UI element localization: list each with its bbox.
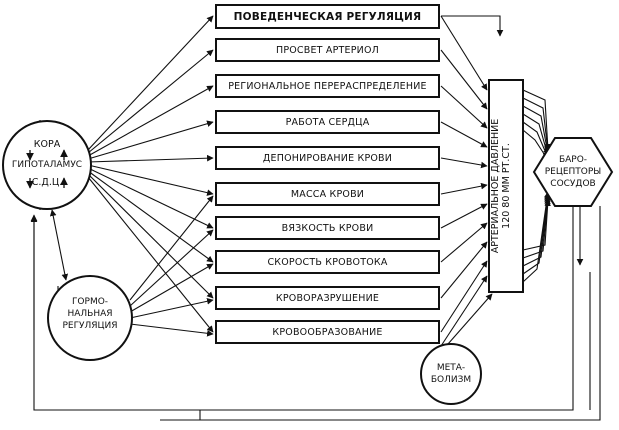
connector-arrow-27 [440, 275, 488, 347]
connector-arrow-20 [440, 157, 488, 169]
pressure-line-1: АРТЕРИАЛЬНОЕ ДАВЛЕНИЕ [490, 118, 501, 254]
connector-path-37 [522, 195, 551, 267]
connector-arrow-10 [129, 195, 214, 301]
connector-arrow-14 [129, 323, 214, 337]
connector-arrow-16 [440, 15, 488, 91]
hormonal-line-3: РЕГУЛЯЦИЯ [62, 321, 118, 331]
connector-arrow-8 [87, 173, 214, 299]
connector-path-32 [522, 113, 550, 157]
connector-arrow-15 [49, 209, 69, 281]
connector-path-31 [522, 105, 551, 155]
center-node [2, 120, 92, 210]
connector-arrow-5 [87, 164, 214, 196]
pressure-line-2: 120 80 ММ РТ.СТ. [501, 143, 512, 229]
metabolism-label: МЕТА- БОЛИЗМ [421, 362, 481, 386]
factor-arteriole-lumen: ПРОСВЕТ АРТЕРИОЛ [215, 38, 440, 62]
center-label: КОРА ГИПОТАЛАМУС С.Д.Ц. [3, 139, 91, 189]
center-line-2: ГИПОТАЛАМУС [11, 160, 83, 170]
connector-arrow-6 [87, 167, 214, 229]
hormonal-line-1: ГОРМО- [71, 297, 109, 307]
connector-path-33 [522, 121, 549, 159]
center-arrows [26, 149, 68, 189]
connector-path-38 [522, 193, 551, 275]
connector-arrow-7 [87, 170, 214, 263]
center-line-1: КОРА [33, 139, 61, 150]
hormonal-line-2: НАЛЬНАЯ [67, 309, 113, 319]
hormonal-node [47, 275, 133, 361]
connector-path-43 [160, 206, 601, 421]
factor-blood-mass: МАССА КРОВИ [215, 182, 440, 206]
factor-regional-redistribution: РЕГИОНАЛЬНОЕ ПЕРЕРАСПРЕДЕЛЕНИЕ [215, 74, 440, 98]
connector-arrow-23 [440, 222, 488, 263]
hormonal-label: ГОРМО- НАЛЬНАЯ РЕГУЛЯЦИЯ [50, 296, 130, 332]
connector-path-36 [522, 197, 551, 259]
connector-arrow-24 [440, 241, 488, 299]
center-line-3: С.Д.Ц. [31, 177, 63, 188]
connector-arrow-2 [87, 85, 214, 157]
connector-path-29 [522, 89, 551, 151]
connector-arrow-13 [129, 298, 214, 319]
connector-arrow-22 [440, 203, 488, 229]
connector-path-40 [441, 15, 504, 37]
connector-path-30 [522, 97, 551, 153]
metabolism-node [420, 343, 482, 405]
connector-arrow-19 [440, 121, 488, 148]
baroreceptor-line-3: СОСУДОВ [550, 179, 596, 189]
connector-path-34 [522, 129, 549, 161]
baroreceptor-line-1: БАРО- [558, 155, 588, 165]
connector-path-39 [522, 191, 551, 283]
factor-behavioral-regulation: ПОВЕДЕНЧЕСКАЯ РЕГУЛЯЦИЯ [215, 4, 440, 29]
factor-blood-depositing: ДЕПОНИРОВАНИЕ КРОВИ [215, 146, 440, 170]
connector-arrow-4 [87, 154, 214, 163]
connector-path-35 [522, 199, 551, 251]
baroreceptor-label: БАРО- РЕЦЕПТОРЫ СОСУДОВ [536, 154, 610, 190]
metabolism-line-1: МЕТА- [436, 363, 466, 373]
connector-arrow-11 [129, 229, 214, 307]
pressure-bar [488, 79, 524, 293]
connector-arrow-3 [87, 120, 214, 160]
connector-arrow-25 [440, 260, 488, 333]
baroreceptor-line-2: РЕЦЕПТОРЫ [544, 167, 602, 177]
baroreceptor-node [532, 137, 614, 207]
connector-arrow-21 [440, 182, 488, 195]
connector-arrow-28 [447, 293, 493, 345]
pressure-label: АРТЕРИАЛЬНОЕ ДАВЛЕНИЕ 120 80 ММ РТ.СТ. [490, 86, 522, 286]
connector-arrow-9 [87, 176, 214, 333]
factor-heart-work: РАБОТА СЕРДЦА [215, 110, 440, 134]
connector-arrow-12 [129, 263, 214, 313]
factor-blood-destruction: КРОВОРАЗРУШЕНИЕ [215, 286, 440, 310]
connector-arrow-18 [440, 85, 488, 129]
factor-blood-formation: КРОВООБРАЗОВАНИЕ [215, 320, 440, 344]
connector-arrow-1 [87, 49, 214, 154]
metabolism-line-2: БОЛИЗМ [430, 375, 472, 385]
connector-arrow-17 [440, 49, 488, 110]
factor-blood-viscosity: ВЯЗКОСТЬ КРОВИ [215, 216, 440, 240]
connector-arrow-0 [87, 15, 214, 151]
factor-blood-flow-speed: СКОРОСТЬ КРОВОТОКА [215, 250, 440, 274]
